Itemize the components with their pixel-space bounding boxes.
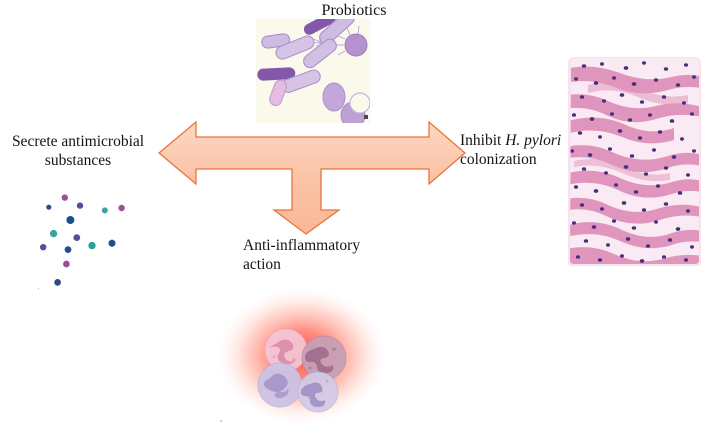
leukocyte-cell <box>301 335 347 381</box>
figure-title-probiotics: Probiotics <box>321 2 387 19</box>
anti-inflammatory-cells-panel <box>218 288 386 425</box>
three-way-arrow-shape <box>157 120 466 235</box>
label-right-prefix: Inhibit <box>460 132 506 149</box>
probiotics-micrograph-panel <box>256 19 370 123</box>
label-right-suffix: colonization <box>460 150 537 168</box>
label-anti-inflammatory-action: Anti-inflammatory action <box>243 237 361 273</box>
label-inhibit-h-pylori-colonization: Inhibit H. pylori colonization <box>460 132 590 170</box>
label-right-species-italic: H. pylori <box>505 132 562 149</box>
probiotics-bacilli-image <box>256 19 370 123</box>
dot-group <box>40 194 125 286</box>
leukocyte-cell <box>257 362 303 408</box>
histology-he-stain-image <box>570 58 699 264</box>
three-way-arrow <box>155 108 470 238</box>
antimicrobial-substances-panel <box>28 188 140 292</box>
antimicrobial-dots-image <box>36 188 132 292</box>
leukocyte-cell <box>297 371 339 413</box>
leukocytes-inflammation-image <box>218 288 386 425</box>
label-secrete-antimicrobial-substances: Secrete antimicrobial substances <box>11 133 145 169</box>
leukocyte-cell <box>264 328 308 372</box>
histology-section-panel <box>568 57 701 266</box>
